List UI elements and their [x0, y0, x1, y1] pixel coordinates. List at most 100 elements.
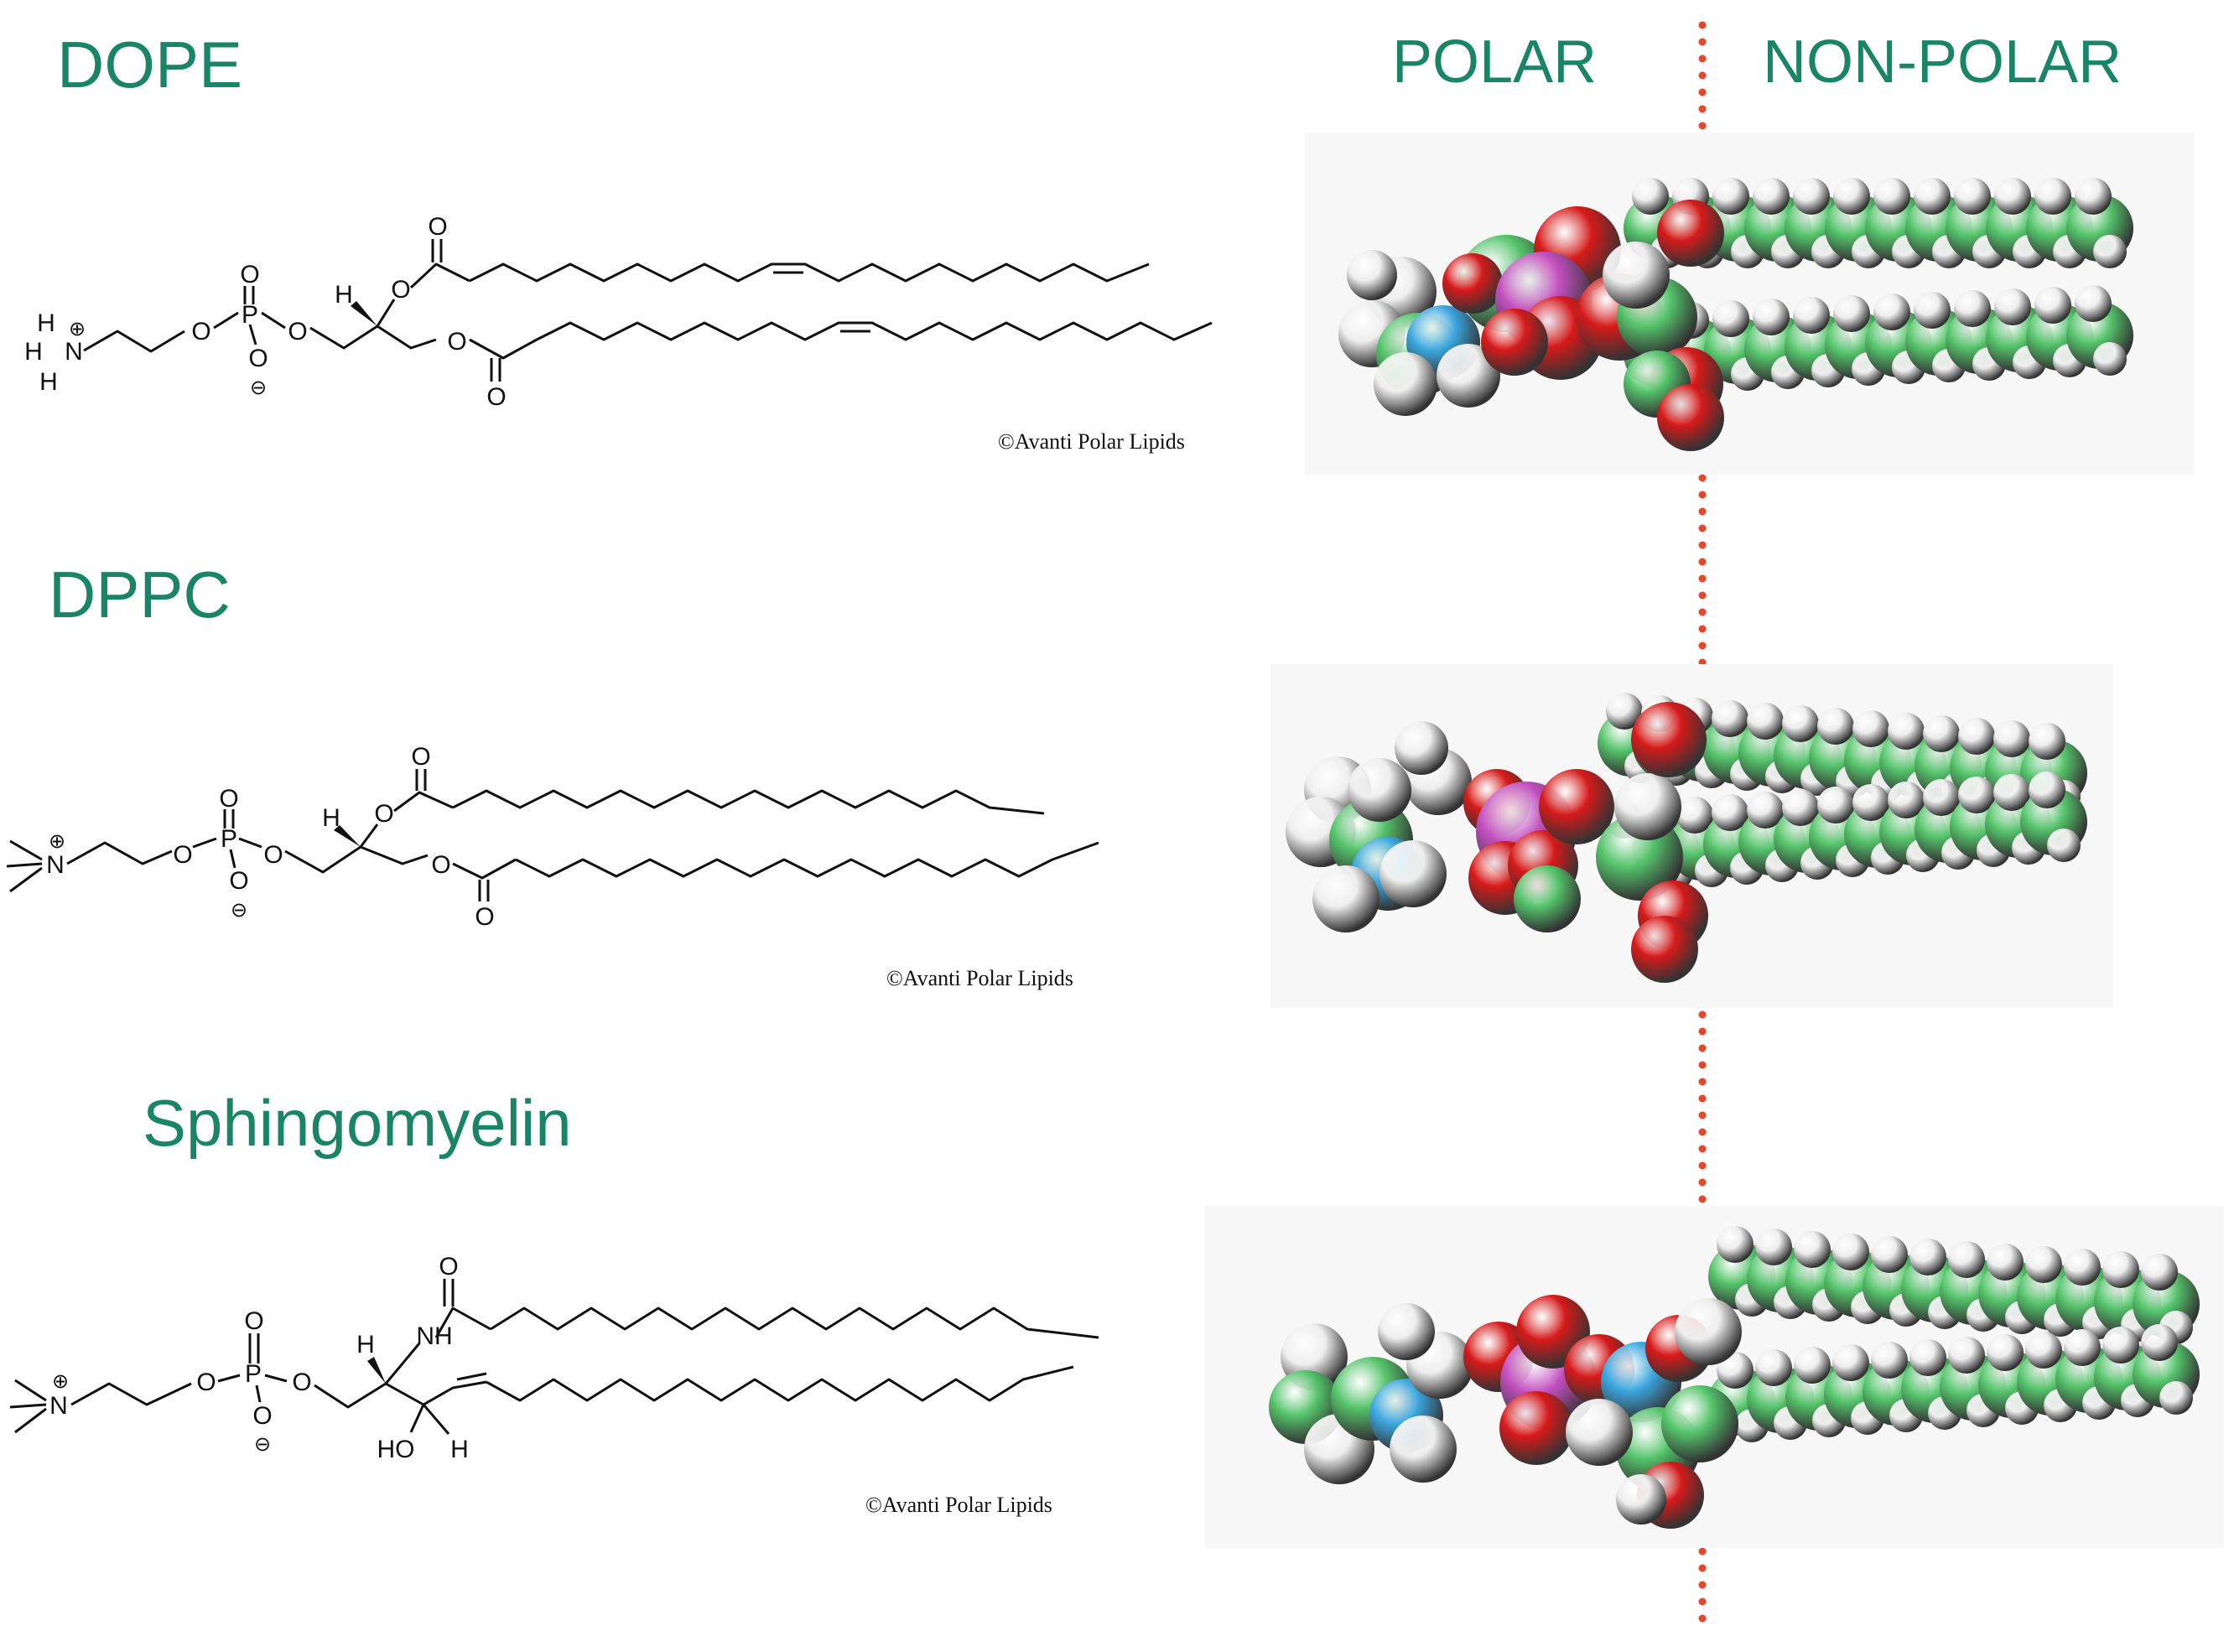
divider-dot: [1698, 642, 1707, 650]
dppc-atom-o-bottom: O: [229, 867, 248, 895]
hydrogen-atom: [1948, 1241, 1985, 1278]
hydrogen-atom: [2029, 723, 2065, 760]
sm-nh-bond: [384, 1343, 421, 1384]
hydrogen-atom: [2025, 1246, 2062, 1283]
divider-dot: [1698, 1161, 1707, 1170]
hydrogen-atom: [1794, 1231, 1831, 1268]
hydrogen-atom: [2159, 1381, 2193, 1415]
hydrogen-atom: [1348, 758, 1411, 822]
divider-dot: [1698, 1547, 1707, 1556]
dppc-atom-h-chiral: H: [322, 804, 340, 832]
divider-dot: [1698, 1597, 1707, 1606]
dppc-space-filling-model: [1286, 693, 2087, 983]
structure-dppc: ⊕ N O P O O ⊖ O H O O O O ©Avanti Polar …: [0, 675, 1115, 1006]
divider-dot: [1698, 491, 1707, 499]
hydrogen-atom: [1755, 1349, 1792, 1386]
dope-atom-carbonyl1: O: [428, 213, 447, 241]
hydrogen-atom: [1717, 1226, 1754, 1263]
dope-glycerol-o-bond: [376, 299, 396, 327]
divider-dot: [1698, 591, 1707, 600]
hydrogen-atom: [1923, 715, 1960, 752]
divider-dot: [1698, 71, 1707, 80]
dope-po-left-bond: [213, 311, 239, 330]
sm-h2-bond: [422, 1404, 450, 1435]
sm-atom-charge-pos: ⊕: [52, 1370, 69, 1393]
hydrogen-atom: [1993, 720, 2030, 757]
oxygen-atom: [1499, 1391, 1573, 1465]
dope-upper-chain: [469, 262, 1150, 283]
dppc-atom-o-top: O: [219, 785, 238, 813]
divider-dot: [1698, 55, 1707, 63]
hydrogen-atom: [1993, 774, 2030, 811]
model-dppc: [1270, 664, 2113, 1008]
divider-dot: [1698, 1564, 1707, 1572]
hydrogen-atom: [1793, 297, 1830, 334]
hydrogen-atom: [2141, 1254, 2178, 1291]
hydrogen-atom: [1379, 840, 1447, 907]
hydrogen-atom: [1712, 300, 1749, 337]
hydrogen-atom: [1614, 773, 1681, 840]
sm-p-o-bottom-bond: [255, 1384, 262, 1403]
hydrogen-atom: [2034, 178, 2071, 215]
divider-dot: [1698, 1195, 1707, 1203]
divider-dot: [1698, 474, 1707, 482]
hydrogen-atom: [1712, 794, 1748, 831]
dppc-p-o-bottom-bond: [229, 849, 236, 869]
structure-sphingomyelin: ⊕ N O P O O ⊖ O H NH O HO H ©Avanti Pola…: [0, 1208, 1124, 1543]
hydrogen-atom: [2064, 1329, 2101, 1366]
hydrogen-atom: [1958, 777, 1995, 813]
hydrogen-atom: [1987, 1244, 2024, 1281]
sm-n-methyl-3: [14, 1407, 47, 1434]
sm-atom-n: N: [49, 1392, 68, 1420]
sphingomyelin-space-filling-model: [1269, 1226, 2200, 1529]
oxygen-atom: [1539, 769, 1614, 844]
hydrogen-atom: [1747, 792, 1784, 829]
divider-dot: [1698, 608, 1707, 616]
dppc-lower-chain: [515, 841, 1099, 878]
hydrogen-atom: [1616, 1474, 1666, 1525]
dope-lower-ester-bonds: [469, 338, 538, 360]
carbon-atom: [1514, 865, 1581, 932]
hydrogen-atom: [1923, 779, 1960, 816]
dope-atom-o-left: O: [191, 318, 210, 345]
hydrogen-atom: [1782, 705, 1819, 742]
dppc-upper-ester-bonds: [393, 791, 454, 813]
hydrogen-atom: [1794, 1347, 1831, 1384]
hydrogen-atom: [1717, 1352, 1754, 1389]
divider-dot: [1698, 524, 1707, 532]
dppc-n-methyl-3: [9, 866, 43, 893]
sm-atom-o-bottom: O: [252, 1402, 272, 1430]
divider-dot: [1698, 1044, 1707, 1052]
dope-atom-n: N: [65, 338, 83, 366]
hydrogen-atom: [1914, 292, 1951, 329]
title-sphingomyelin: Sphingomyelin: [143, 1086, 572, 1160]
dppc-atom-carbonyl1: O: [411, 743, 430, 771]
hydrogen-atom: [1606, 693, 1643, 730]
sm-atom-charge-neg: ⊖: [254, 1433, 271, 1456]
dppc-atom-o-right: O: [263, 841, 283, 869]
hydrogen-atom: [2093, 235, 2127, 268]
hydrogen-atom: [2075, 178, 2112, 215]
divider-dot: [1698, 1128, 1707, 1136]
dope-headgroup-bonds: [83, 330, 185, 353]
divider-dot: [1698, 1027, 1707, 1036]
hydrogen-atom: [1958, 718, 1995, 755]
hydrogen-atom: [2102, 1251, 2139, 1288]
hydrogen-atom: [1914, 178, 1951, 215]
oxygen-atom: [1657, 200, 1724, 267]
hydrogen-atom: [1675, 1298, 1742, 1365]
dope-structure-svg: H ⊕ H N H O P O O ⊖ O H O O O O ©Avanti …: [24, 213, 1213, 454]
hydrogen-atom: [1987, 1334, 2024, 1371]
sphingomyelin-credit: ©Avanti Polar Lipids: [865, 1493, 1052, 1517]
sm-po-right-bond: [264, 1374, 288, 1383]
dope-atom-charge-pos: ⊕: [69, 318, 86, 340]
hydrogen-atom: [2034, 287, 2071, 324]
divider-dot: [1698, 1010, 1707, 1019]
hydrogen-atom: [1871, 1236, 1908, 1273]
hydrogen-atom: [1395, 721, 1448, 775]
hydrogen-atom: [1852, 784, 1889, 821]
hydrogen-atom: [2141, 1324, 2178, 1361]
divider-dot: [1698, 1178, 1707, 1187]
dope-wedge-bond: [351, 301, 377, 326]
divider-dot: [1698, 1111, 1707, 1120]
